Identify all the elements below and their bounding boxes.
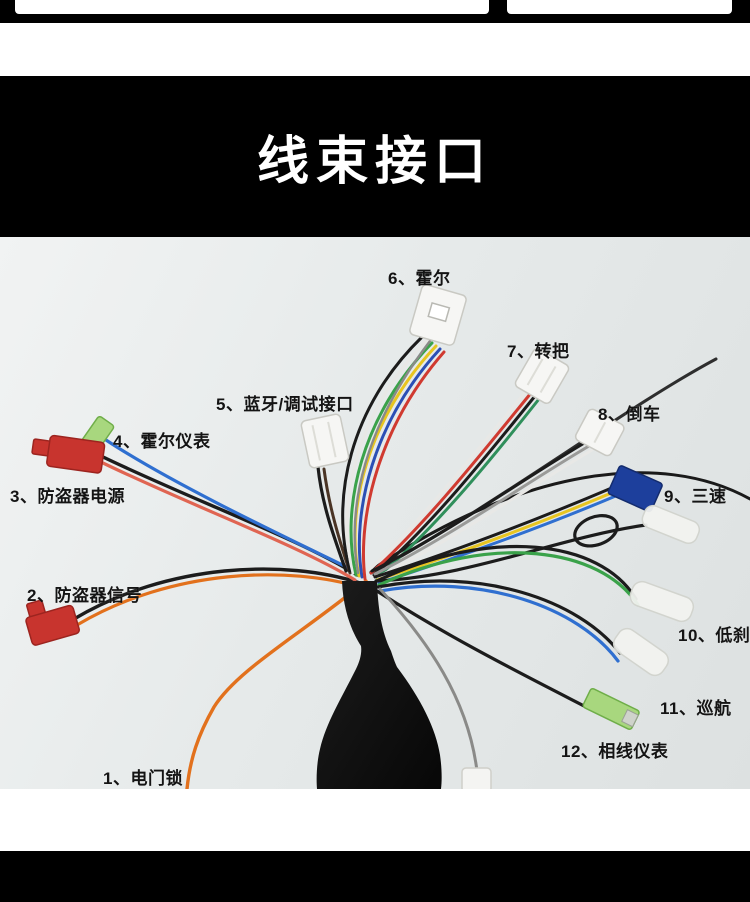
connector-reverse — [574, 408, 625, 457]
connector-phase-meter-green — [582, 687, 640, 731]
connector-alarm-signal-red — [25, 599, 80, 646]
label-hall: 6、霍尔 — [388, 269, 451, 288]
label-bluetooth-debug: 5、蓝牙/调试接口 — [216, 395, 354, 414]
connector-three-speed-spade — [641, 504, 701, 545]
label-phase-meter: 12、相线仪表 — [561, 742, 669, 761]
wire-reverse — [370, 440, 594, 579]
label-throttle: 7、转把 — [507, 342, 570, 361]
wire-phase-meter — [375, 589, 592, 711]
wire-low-brake — [375, 544, 640, 607]
title-band: 线束接口 — [0, 76, 750, 237]
bottom-white-band — [0, 789, 750, 851]
label-reverse: 8、倒车 — [598, 405, 661, 424]
cable-trunk — [316, 581, 442, 789]
label-three-speed: 9、三速 — [664, 487, 727, 506]
top-card-right — [507, 0, 732, 14]
top-card-left — [15, 0, 489, 14]
connector-cruise-spade — [612, 627, 670, 677]
connector-three-speed — [607, 465, 663, 513]
label-alarm-power: 3、防盗器电源 — [10, 487, 125, 506]
connector-throttle — [514, 348, 570, 404]
wire-harness-drawing — [25, 284, 750, 789]
top-divider-bar — [0, 0, 750, 23]
harness-photo: 1、电门锁 2、防盗器信号 3、防盗器电源 4、霍尔仪表 5、蓝牙/调试接口 6… — [0, 237, 750, 789]
page-title: 线束接口 — [256, 133, 493, 191]
connector-hall — [409, 284, 467, 346]
wire-cruise — [376, 579, 622, 663]
label-hall-meter: 4、霍尔仪表 — [113, 432, 211, 451]
connector-bluetooth — [300, 413, 350, 469]
connector-bottom-white — [461, 767, 492, 789]
wire-three-speed — [373, 485, 648, 585]
wire-bottom-gray — [378, 587, 479, 773]
wire-alarm-signal — [72, 567, 365, 627]
label-low-brake: 10、低刹 — [678, 626, 750, 645]
connector-low-brake-spade — [629, 580, 695, 623]
top-white-band — [0, 23, 750, 76]
wire-power-lock — [185, 579, 368, 789]
label-cruise: 11、巡航 — [660, 699, 732, 718]
connector-alarm-power-red — [31, 434, 106, 474]
wire-hall-meter — [104, 438, 357, 573]
label-power-lock: 1、电门锁 — [103, 769, 183, 788]
wire-hall-bundle — [341, 335, 446, 581]
bottom-black-band — [0, 851, 750, 902]
label-alarm-signal: 2、防盗器信号 — [27, 586, 142, 605]
